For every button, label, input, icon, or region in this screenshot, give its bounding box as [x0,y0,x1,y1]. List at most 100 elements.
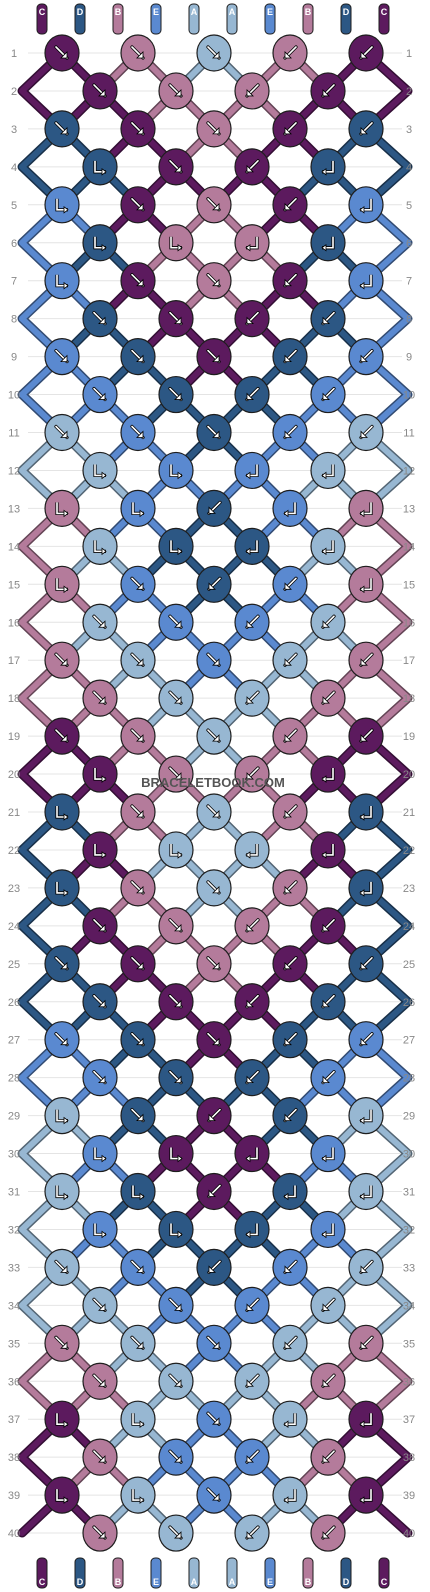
edge-thread [363,354,411,435]
knot-arrowhead-icon [245,1230,251,1239]
knot [82,1059,118,1097]
knot [234,755,270,793]
bottom-string-strand [340,1557,352,1589]
knot-arrowhead-icon [60,430,68,438]
knot-arrowhead-icon [284,354,292,363]
knot-arrowhead-icon [208,582,216,590]
knot-oval [234,224,270,262]
knot-arrowhead-icon [136,202,144,211]
knot-arrowhead-icon [101,471,107,480]
edge-thread [363,809,411,891]
knot-oval [82,224,118,262]
top-string-letter: B [115,7,122,17]
knot-arrowhead-icon [63,585,69,594]
knot [120,1476,156,1514]
edge-thread [19,1113,65,1194]
top-string-strand [226,3,238,35]
row-number-right: 40 [403,1528,415,1540]
knot-arrowhead-icon [284,734,292,742]
knot-arrowhead-icon [360,961,368,970]
knot [234,603,270,641]
row-number-left: 1 [11,48,17,60]
knot [348,186,384,224]
knot-arrowhead-icon [246,88,254,97]
row-number-left: 7 [11,276,17,288]
edge-thread [363,885,411,967]
edge-thread [19,1189,65,1270]
knot [82,983,118,1021]
knot [44,34,80,72]
row-number-left: 21 [8,807,20,819]
knot-oval [82,451,118,490]
knot-arrowhead-icon [136,354,144,363]
knot [44,565,80,603]
knot-arrowhead-icon [174,1455,182,1463]
knot-arrowhead-icon [360,1265,368,1273]
row-number-right: 1 [406,48,412,60]
row-number-right: 10 [403,390,415,402]
knot [196,489,232,527]
knot-arrowhead-icon [174,316,182,325]
knot-oval [44,1172,80,1211]
knot-arrowhead-icon [360,734,368,742]
knot-arrowhead-icon [212,810,220,818]
row-number-left: 3 [11,124,17,136]
knot [82,831,118,869]
knot [196,869,232,907]
knot [234,907,270,945]
knot-arrowhead-icon [136,810,144,818]
bottom-string-strand [112,1557,124,1589]
knot [120,717,156,755]
knot-arrowhead-icon [136,961,144,970]
knot-arrowhead-icon [283,1192,289,1201]
knot [310,527,346,565]
knot [310,1514,346,1552]
knot-arrowhead-icon [174,1075,182,1084]
row-number-right: 8 [406,314,412,326]
knot [44,793,80,831]
knot [348,413,384,452]
row-number-right: 29 [403,1111,415,1123]
knot-arrowhead-icon [284,1341,292,1349]
knot-arrowhead-icon [322,923,330,932]
row-number-left: 39 [8,1490,20,1502]
row-number-left: 24 [8,921,20,933]
knot [310,831,346,869]
knot [44,869,80,907]
knot-oval [348,1172,384,1211]
knot [196,34,232,72]
knot [158,831,194,869]
row-number-left: 28 [8,1073,20,1085]
knot-arrowhead-icon [284,582,292,590]
knot [44,945,80,983]
row-number-left: 11 [8,428,19,440]
edge-thread [363,1492,411,1537]
knot-arrowhead-icon [101,168,107,176]
knot-oval [234,1134,270,1173]
row-number-right: 25 [403,959,415,971]
knot-arrowhead-icon [321,168,327,176]
knot-oval [348,1476,384,1514]
row-number-left: 33 [8,1262,20,1274]
knot-layer [44,34,384,1552]
knot-oval [234,527,270,565]
knot [272,793,308,831]
knot-arrowhead-icon [136,658,144,666]
knot-arrowhead-icon [245,243,251,252]
knot-oval [82,1134,118,1173]
knot-arrowhead-icon [208,1265,216,1273]
knot-oval [82,1210,118,1249]
top-string-letter: E [267,7,273,17]
knot-arrowhead-icon [208,1113,216,1121]
knot-arrowhead-icon [359,206,365,214]
edge-thread [363,278,411,359]
top-string-letter: B [305,7,312,17]
row-number-left: 8 [11,314,17,326]
edge-thread [363,1416,411,1498]
knot-arrowhead-icon [63,509,69,518]
knot [234,831,270,869]
knot-arrowhead-icon [321,547,327,556]
knot [234,1362,270,1400]
